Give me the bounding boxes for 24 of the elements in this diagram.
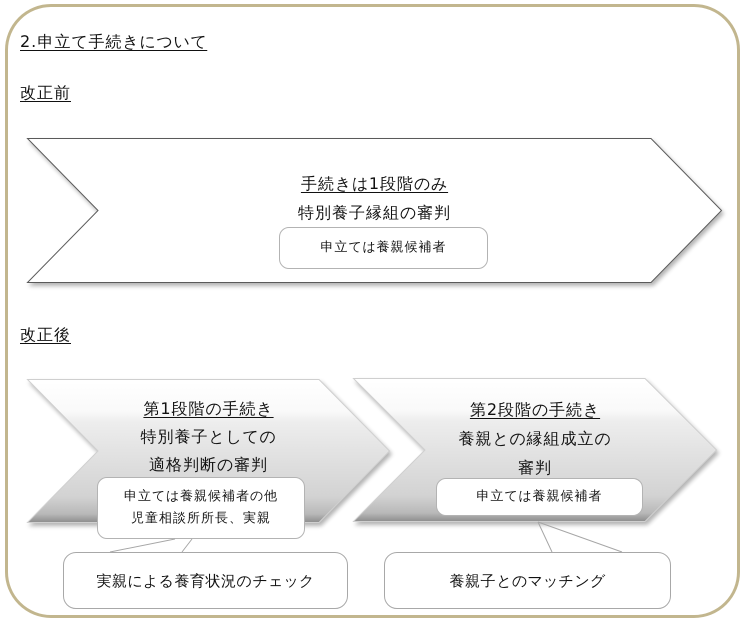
note-text: 児童相談所所長、実親 [131, 510, 271, 528]
step-text: 特別養子としての適格判断の審判 [140, 426, 278, 476]
callout-pointer [110, 538, 192, 552]
callout-bubble [63, 552, 348, 609]
note-box [436, 478, 643, 516]
note-box [279, 227, 488, 269]
callout-text: 養親子とのマッチング [450, 570, 606, 590]
step-heading: 手続きは1段階のみ [300, 173, 448, 195]
note-text: 申立ては養親候補者 [476, 488, 602, 506]
note-text: 申立ては養親候補者の他 [124, 488, 278, 506]
subsection-heading: 改正後 [20, 325, 71, 345]
step-text: 養親との縁組成立の審判 [458, 428, 612, 479]
callout-pointer [538, 522, 622, 552]
process-step [353, 378, 717, 522]
callout-bubble [384, 552, 671, 609]
subsection-heading: 改正前 [20, 83, 71, 103]
note-box [97, 477, 305, 539]
step-text: 特別養子縁組の審判 [298, 202, 451, 224]
process-step [27, 138, 722, 283]
note-text: 申立ては養親候補者 [320, 239, 446, 257]
section-heading: 2.申立て手続きについて [20, 32, 208, 52]
step-heading: 第1段階の手続き [143, 398, 274, 420]
step-heading: 第2段階の手続き [470, 399, 600, 421]
callout-text: 実親による養育状況のチェック [96, 570, 315, 590]
